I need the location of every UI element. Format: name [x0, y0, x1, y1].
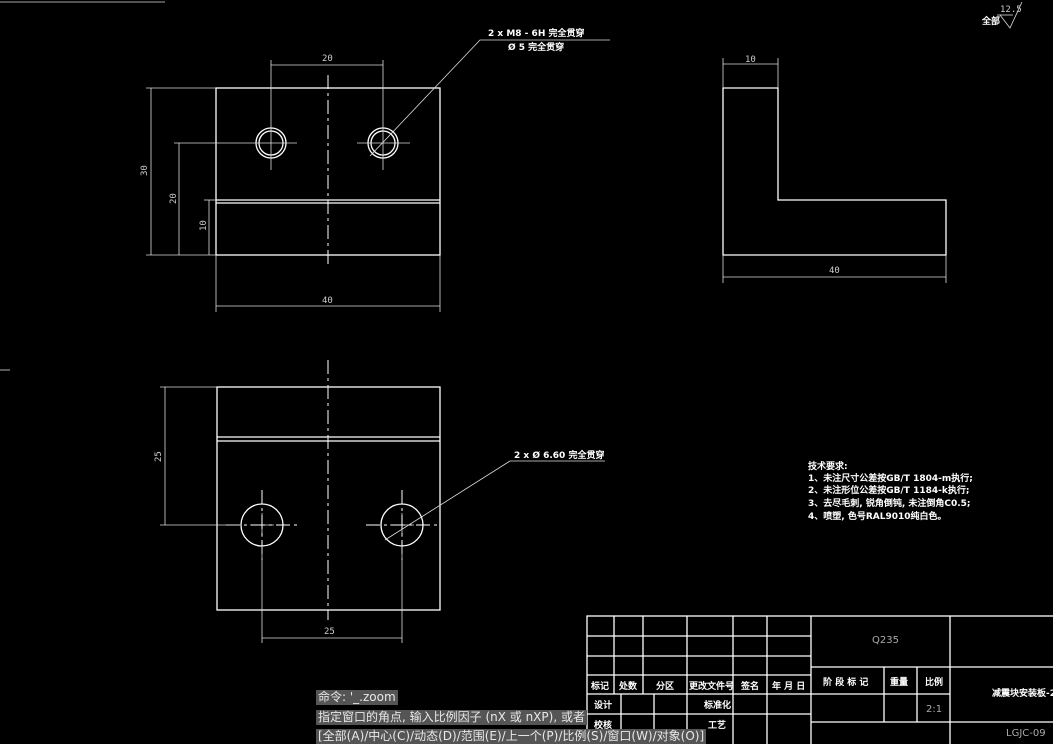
dim-hole-spacing: 20 — [322, 54, 333, 64]
svg-text:分区: 分区 — [656, 680, 674, 692]
tech-requirements: 技术要求: 1、未注尺寸公差按GB/T 1804-m执行; 2、未注形位公差按G… — [808, 460, 973, 522]
dim-hole-height: 20 — [169, 193, 179, 204]
material: Q235 — [872, 635, 899, 646]
svg-text:标准化: 标准化 — [703, 699, 731, 711]
dim-hole-offset: 25 — [154, 451, 164, 462]
side-view: 10 40 — [722, 55, 947, 283]
svg-text:设计: 设计 — [594, 699, 612, 711]
bottom-view: 25 25 2 x Ø 6.60 完全贯穿 — [154, 360, 605, 643]
svg-text:2、未注形位公差按GB/T 1184-k执行;: 2、未注形位公差按GB/T 1184-k执行; — [808, 484, 969, 496]
svg-text:阶 段 标 记: 阶 段 标 记 — [823, 676, 868, 688]
dim-length: 40 — [829, 266, 840, 276]
svg-text:技术要求:: 技术要求: — [808, 460, 848, 472]
svg-text:标记: 标记 — [590, 680, 609, 692]
command-history: 命令: '_.zoom — [316, 690, 398, 705]
svg-text:校核: 校核 — [594, 719, 612, 731]
part-name: 减震块安装板-2 — [992, 687, 1053, 699]
title-block: 标记 处数 分区 更改文件号 签名 年 月 日 设计 标准化 校核 工艺 Q23… — [586, 615, 1053, 744]
svg-text:处数: 处数 — [618, 680, 638, 692]
svg-text:4、喷塑, 色号RAL9010纯白色。: 4、喷塑, 色号RAL9010纯白色。 — [808, 510, 947, 522]
hole-note-bottom: 2 x Ø 6.60 完全贯穿 — [514, 449, 604, 461]
command-options[interactable]: [全部(A)/中心(C)/动态(D)/范围(E)/上一个(P)/比例(S)/窗口… — [316, 729, 707, 744]
svg-text:更改文件号: 更改文件号 — [689, 680, 734, 692]
dim-thickness: 10 — [745, 55, 756, 65]
scale: 2:1 — [926, 704, 942, 715]
svg-text:比例: 比例 — [925, 676, 943, 688]
svg-text:3、去尽毛刺, 锐角倒钝, 未注倒角C0.5;: 3、去尽毛刺, 锐角倒钝, 未注倒角C0.5; — [808, 497, 971, 509]
dim-width: 40 — [322, 296, 333, 306]
svg-text:全部: 全部 — [981, 15, 1000, 27]
svg-text:1、未注尺寸公差按GB/T 1804-m执行;: 1、未注尺寸公差按GB/T 1804-m执行; — [808, 472, 973, 484]
hole-note-thread: 2 x M8 - 6H 完全贯穿 — [488, 27, 584, 39]
part-outline — [722, 87, 947, 256]
dim-hole-spacing-bottom: 25 — [324, 627, 335, 637]
dim-step-height: 10 — [199, 220, 209, 231]
svg-text:签名: 签名 — [740, 680, 759, 692]
front-view: 20 30 20 10 40 2 x M8 - 6H 完全贯穿 Ø 5 完全贯穿 — [140, 27, 610, 312]
svg-text:工艺: 工艺 — [708, 719, 726, 731]
svg-text:年 月 日: 年 月 日 — [772, 680, 805, 692]
part-number: LGJC-09 — [1006, 728, 1046, 739]
hole-note-drill: Ø 5 完全贯穿 — [508, 41, 564, 53]
svg-text:12.5: 12.5 — [1000, 5, 1022, 15]
surface-finish-symbol: 12.5 全部 — [981, 1, 1023, 29]
dim-height: 30 — [140, 165, 150, 176]
command-prompt: 指定窗口的角点, 输入比例因子 (nX 或 nXP), 或者 — [316, 710, 587, 725]
svg-text:重量: 重量 — [890, 676, 908, 688]
